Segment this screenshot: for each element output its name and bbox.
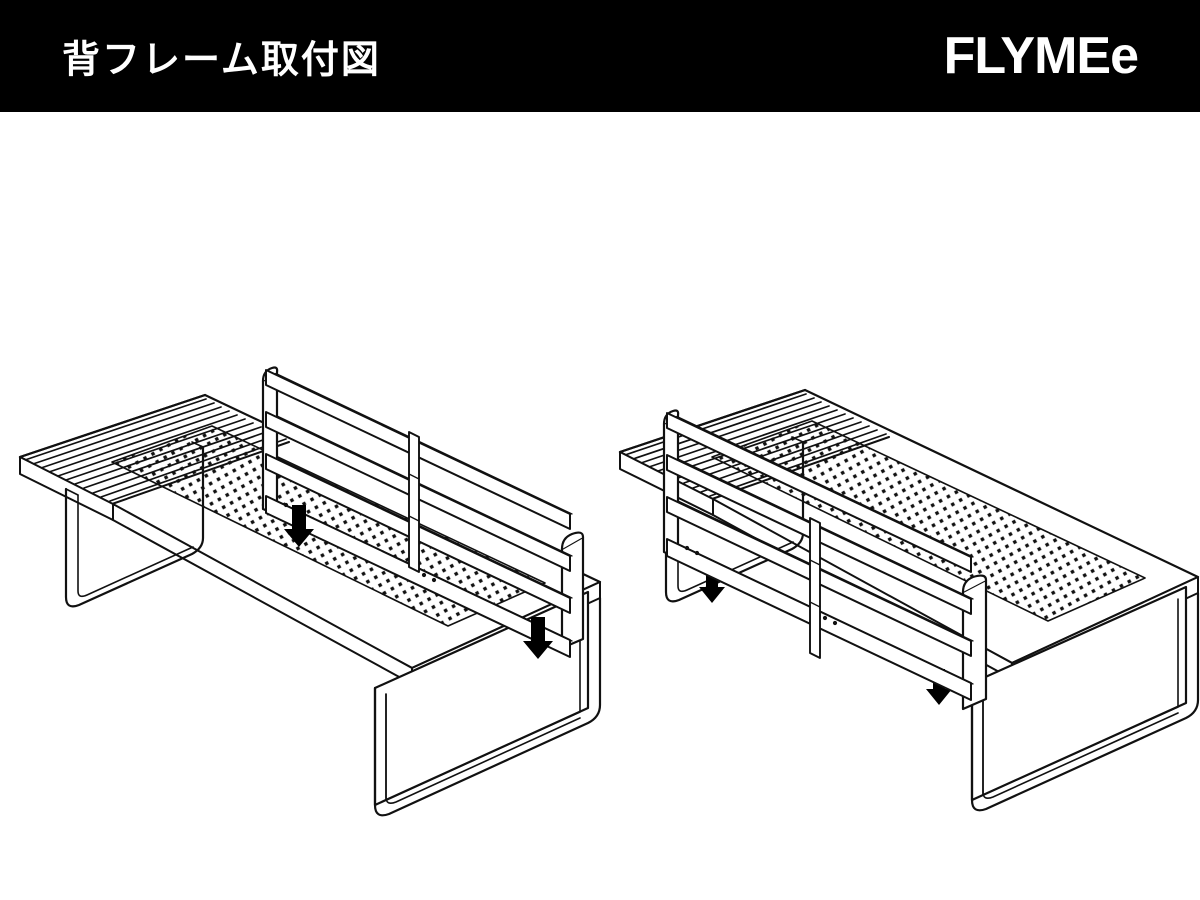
step-1-group [18,366,602,817]
bed-base-right [618,388,1200,812]
back-frame-right [662,409,988,711]
insertion-arrow-group-right [699,567,952,705]
diagram-canvas [0,112,1200,900]
down-arrow-icon [699,567,725,603]
down-arrow-icon [284,505,314,547]
back-frame-left [261,366,585,658]
brand-logo: FLYMEe [943,27,1139,85]
bed-base-left [18,393,602,817]
step-2-group [618,388,1200,812]
bed-slats-left [24,398,287,502]
header-bar: 背フレーム取付図 FLYMEe [0,0,1200,112]
down-arrow-icon [926,669,952,705]
page-title: 背フレーム取付図 [62,37,381,82]
insertion-arrow-group-left [284,505,553,659]
assembly-diagram-svg [18,366,1200,817]
down-arrow-icon [523,617,553,659]
